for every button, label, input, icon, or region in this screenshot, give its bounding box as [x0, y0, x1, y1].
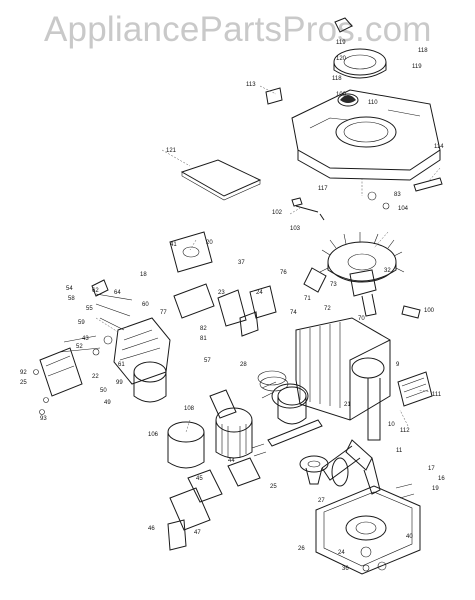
callout-26: 26	[298, 546, 305, 552]
callout-100-a: 100	[336, 92, 347, 98]
callout-17: 17	[428, 466, 435, 472]
callout-40: 40	[406, 534, 413, 540]
callout-36: 36	[342, 566, 349, 572]
callout-77: 77	[160, 310, 167, 316]
callout-23: 23	[218, 290, 225, 296]
callout-54: 54	[66, 286, 73, 292]
callout-117: 117	[318, 186, 328, 192]
callout-61: 61	[118, 362, 125, 368]
callout-119-a: 119	[336, 40, 346, 46]
callout-50: 50	[100, 388, 107, 394]
callout-70: 70	[358, 316, 365, 322]
governor-linkage	[59, 279, 133, 356]
callout-52: 52	[76, 344, 83, 350]
callout-25-a: 25	[20, 380, 27, 386]
callout-58: 58	[68, 296, 75, 302]
callout-43: 43	[82, 336, 89, 342]
callout-16: 16	[438, 476, 445, 482]
callout-93: 93	[40, 416, 47, 422]
callout-57: 57	[204, 358, 211, 364]
callout-18: 18	[140, 272, 147, 278]
rewind-starter	[333, 17, 387, 107]
ignition-armature	[303, 267, 377, 317]
callout-121: 121	[166, 148, 177, 154]
crankshaft	[321, 439, 381, 495]
callout-82: 82	[200, 326, 207, 332]
callout-32: 32	[384, 268, 391, 274]
callout-62: 62	[92, 288, 99, 294]
gasket-card	[180, 159, 262, 201]
callout-100-b: 100	[424, 308, 435, 314]
callout-106: 106	[148, 432, 159, 438]
callout-110: 110	[368, 100, 378, 106]
air-cleaner	[39, 347, 309, 469]
leader-lines	[95, 85, 441, 433]
decal-plate	[265, 87, 283, 105]
callout-83: 83	[394, 192, 401, 198]
strip-part	[413, 177, 443, 192]
callout-73: 73	[330, 282, 337, 288]
callout-25-b: 25	[270, 484, 277, 490]
callout-112: 112	[400, 428, 410, 434]
cam-gear	[299, 455, 329, 485]
callout-103-a: 103	[290, 226, 301, 232]
callout-24: 24	[256, 290, 263, 296]
callout-45: 45	[196, 476, 203, 482]
piston	[257, 370, 323, 447]
callout-60: 60	[142, 302, 149, 308]
callout-119-b: 119	[412, 64, 422, 70]
callout-37: 37	[238, 260, 245, 266]
callout-108: 108	[184, 406, 195, 412]
callout-99: 99	[116, 380, 123, 386]
callout-44: 44	[228, 458, 235, 464]
crankcase-cover	[315, 485, 421, 575]
callout-24-b: 24	[338, 550, 345, 556]
callout-59: 59	[78, 320, 85, 326]
callout-113: 113	[246, 82, 256, 88]
flywheel	[319, 232, 405, 283]
callout-118-a: 118	[418, 48, 428, 54]
callout-46: 46	[148, 526, 155, 532]
callout-81: 81	[200, 336, 207, 342]
callout-47: 47	[194, 530, 201, 536]
callout-19: 19	[432, 486, 439, 492]
callout-21: 21	[344, 402, 351, 408]
callout-11: 11	[396, 448, 403, 454]
blower-housing	[291, 89, 441, 181]
callout-labels: 119 120 118 113 118 119 100 110 114 121 …	[20, 40, 445, 572]
callout-27: 27	[318, 498, 325, 504]
callout-64: 64	[114, 290, 121, 296]
callout-10: 10	[388, 422, 395, 428]
watermark: AppliancePartsPros.com	[44, 10, 432, 49]
carburetor	[113, 231, 215, 403]
callout-118-b: 118	[332, 76, 342, 82]
callout-92: 92	[20, 370, 27, 376]
callout-72: 72	[324, 306, 331, 312]
callout-111: 111	[432, 392, 442, 398]
callout-41: 41	[170, 242, 177, 248]
callout-49: 49	[104, 400, 111, 406]
callout-28: 28	[240, 362, 247, 368]
valve-cover-gaskets	[217, 285, 277, 337]
callout-104: 104	[398, 206, 409, 212]
callout-74: 74	[290, 310, 297, 316]
fuel-system-parts	[167, 443, 267, 551]
callout-22: 22	[92, 374, 99, 380]
cylinder-block	[295, 317, 391, 441]
callout-76: 76	[280, 270, 287, 276]
callout-102-a: 102	[272, 210, 283, 216]
muffler	[397, 371, 433, 407]
callout-9: 9	[396, 362, 400, 368]
callout-114: 114	[434, 144, 444, 150]
callout-20: 20	[206, 240, 213, 246]
callout-120: 120	[336, 56, 347, 62]
callout-71: 71	[304, 296, 311, 302]
small-hardware	[33, 191, 421, 572]
callout-55: 55	[86, 306, 93, 312]
